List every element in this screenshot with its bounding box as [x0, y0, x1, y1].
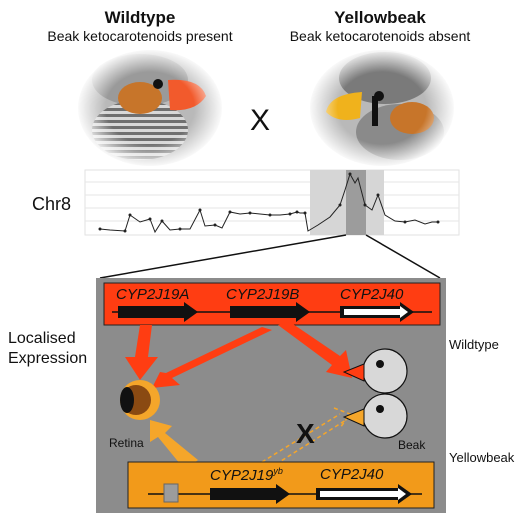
gene-label-cyp2j19b: CYP2J19B	[226, 286, 300, 303]
wildtype-expression-arrows	[125, 322, 352, 388]
wildtype-head-icon	[342, 348, 408, 394]
wildtype-title: Wildtype	[104, 8, 176, 27]
wildtype-bird-image	[76, 48, 224, 168]
beak-label: Beak	[398, 438, 426, 452]
gene-label-cyp2j19yb-base: CYP2J19	[210, 467, 274, 484]
gene-label-cyp2j19yb-sup: yb	[273, 466, 283, 476]
localised-expression-line1: Localised	[8, 330, 76, 347]
candidate-region	[346, 170, 366, 235]
gene-label-cyp2j19a: CYP2J19A	[116, 286, 190, 303]
chromosome-plot	[84, 169, 460, 236]
retina-label: Retina	[109, 436, 144, 450]
cross-symbol: X	[250, 104, 271, 137]
wildtype-side-label: Wildtype	[449, 337, 499, 352]
yellowbeak-subtitle: Beak ketocarotenoids absent	[289, 28, 471, 44]
chromosome-label: Chr8	[32, 194, 72, 214]
block-mark: X	[296, 418, 315, 449]
eye-icon	[120, 380, 160, 420]
gene-label-cyp2j19yb: CYP2J19yb	[210, 466, 283, 484]
yellowbeak-bird-image	[308, 48, 456, 168]
blocked-beak-arrow	[261, 407, 352, 469]
gene-label-cyp2j40-yellowbeak: CYP2J40	[320, 466, 384, 483]
gene-label-cyp2j40-wildtype: CYP2J40	[340, 286, 404, 303]
yellowbeak-head-icon	[342, 393, 408, 439]
yellowbeak-retina-arrow	[150, 420, 198, 470]
yellowbeak-side-label: Yellowbeak	[449, 450, 515, 465]
wildtype-subtitle: Beak ketocarotenoids present	[47, 28, 233, 44]
yellowbeak-title: Yellowbeak	[334, 8, 426, 27]
localised-expression-line2: Expression	[8, 350, 88, 367]
